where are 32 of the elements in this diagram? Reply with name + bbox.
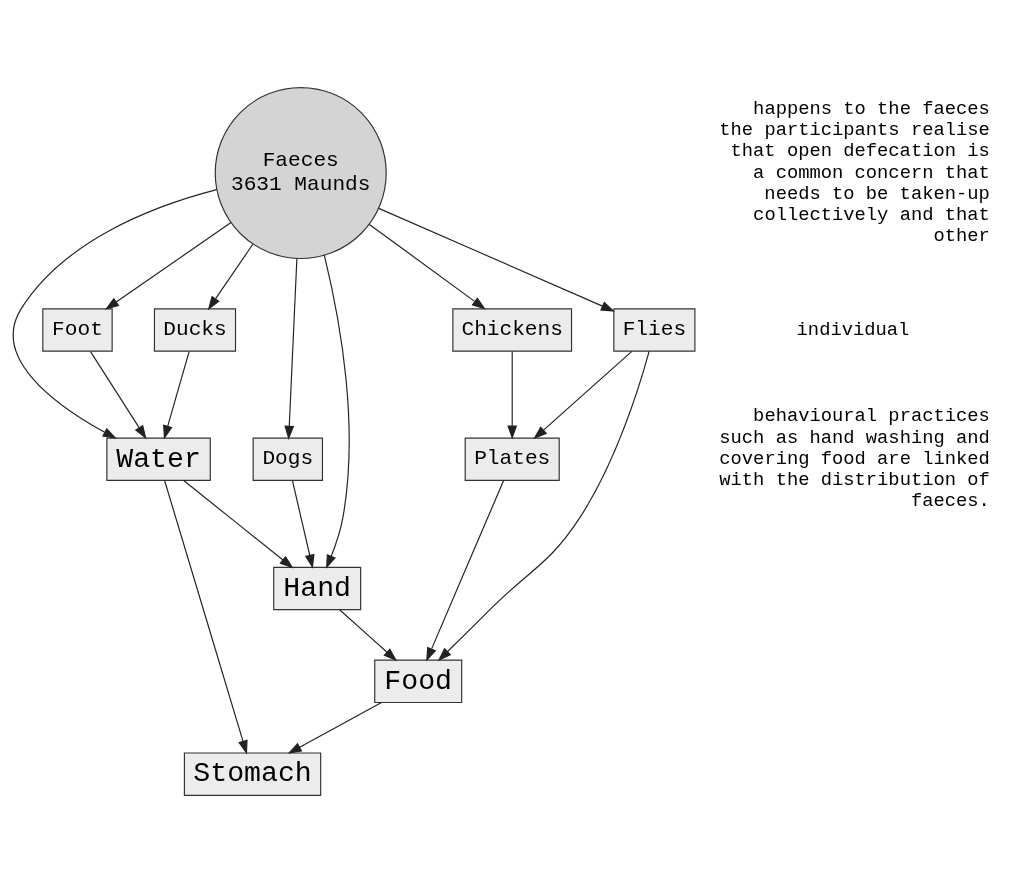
node-box: Foot: [42, 307, 113, 352]
node-circle: Faeces 3631 Maunds: [214, 86, 387, 259]
arrow: [533, 350, 633, 439]
arrow: [163, 350, 190, 439]
arrow: [368, 223, 486, 310]
arrow: [89, 350, 147, 439]
label: behavioural practices such as hand washing and covering food are linked with the distribution of faeces.: [719, 404, 990, 512]
arrow: [378, 207, 615, 312]
arrow: [323, 254, 350, 569]
arrow: [507, 350, 518, 440]
node-box: Dogs: [252, 437, 324, 481]
arrow: [426, 479, 505, 662]
arrow: [437, 350, 650, 661]
arrow: [284, 257, 298, 440]
node-box: Ducks: [153, 307, 237, 352]
arrow: [12, 188, 218, 439]
arrow: [291, 479, 315, 569]
node-box: Water: [106, 437, 211, 481]
arrow: [105, 221, 232, 310]
node-box: Chickens: [452, 307, 573, 352]
node-box: Flies: [613, 307, 696, 352]
label: individual: [796, 318, 910, 340]
arrow: [287, 701, 383, 754]
arrow: [183, 479, 294, 568]
node-box: Hand: [273, 566, 362, 610]
label: happens to the faeces the participants realise that open defecation is a common concern that needs to be taken-up collectively and that other: [719, 97, 990, 247]
arrow: [164, 479, 248, 754]
arrow: [339, 608, 398, 661]
node-box: Plates: [464, 437, 560, 481]
node-box: Food: [374, 659, 463, 703]
node-box: Stomach: [183, 751, 322, 796]
arrow: [207, 243, 254, 310]
